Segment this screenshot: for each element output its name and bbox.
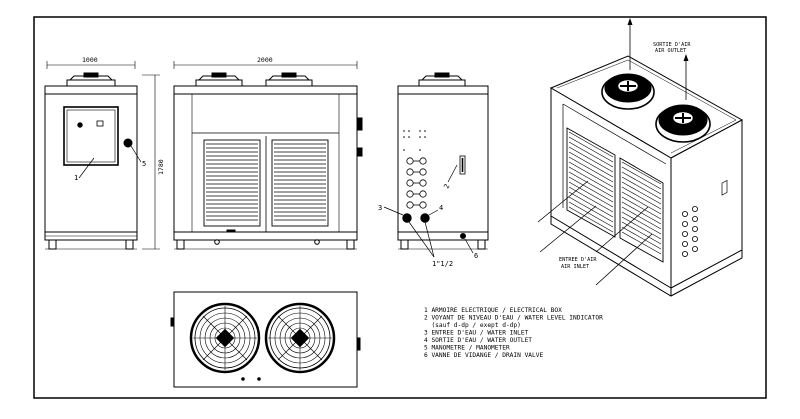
iso-grille-slat [621,161,662,185]
callout-3-label: 3 [378,204,382,212]
front-grille-right [271,139,329,227]
indicator-dot [419,149,421,151]
iso-fan-back [601,73,655,110]
front-grille-left [203,139,261,227]
iso-port [682,230,689,237]
drawing-border [33,16,767,399]
iso-port [682,220,689,227]
iso-port [682,250,689,257]
indicator-dot [403,130,405,132]
iso-grille-slat [621,181,662,205]
callout-5-label: 5 [142,160,146,168]
dimension-label-1780: 1780 [157,159,165,175]
callout-5-side: 5 [130,145,146,168]
indicator-dot [419,136,421,138]
iso-grille-slat [568,186,614,213]
iso-port [692,245,699,252]
legend-item-4: 4 SORTIE D'EAU / WATER OUTLET [424,337,532,344]
iso-grille-slat [568,136,614,163]
iso-grille-slat [568,141,614,168]
indicator-dot [403,136,405,138]
iso-grille-slat [568,176,614,203]
air-inlet-label-fr: ENTREE D'AIR [559,257,597,263]
iso-grille-slat [568,181,614,208]
callout-2-label: 2 [442,183,451,190]
dimension-width-front: 2000 [173,56,358,69]
iso-grille-slat [621,166,662,190]
iso-grille-slat [568,206,614,233]
iso-grille-slat [568,166,614,193]
top-fan-left [189,302,261,374]
iso-grille-slat [621,191,662,215]
indicator-dot [419,130,421,132]
iso-grille-slat [568,161,614,188]
isometric-view: SORTIE D'AIR AIR OUTLET ENTREE D'AIR AIR… [537,18,744,297]
legend-item-3: 3 ENTREE D'EAU / WATER INLET [424,330,529,337]
iso-fan-front [655,104,711,143]
iso-port [692,215,699,222]
electrical-box [63,106,119,166]
callout-1-label: 1 [74,174,78,182]
water-level-indicator [459,155,466,175]
top-fan-right [264,302,336,374]
manometer-side [123,138,133,148]
iso-grille-slat [621,221,662,245]
legend-item-5: 5 MANOMETRE / MANOMETER [424,345,510,352]
iso-grille-slat [621,231,662,255]
iso-grille-slat [621,216,662,240]
iso-port [692,235,699,242]
iso-port [682,210,689,217]
indicator-dot [424,130,426,132]
indicator-dot [408,136,410,138]
iso-grille-slat [568,156,614,183]
callout-1-side: 1 [74,157,95,182]
iso-grille-slat [621,226,662,250]
iso-grille-slat [621,171,662,195]
rear-view: 2 3 4 6 1"1/2 [378,72,489,268]
callout-4-label: 4 [439,204,443,212]
iso-grille-slat [568,146,614,173]
drain-valve [460,233,466,239]
air-outlet-label-en: AIR OUTLET [655,48,686,54]
legend-item-6: 6 VANNE DE VIDANGE / DRAIN VALVE [424,352,543,359]
indicator-dot [403,149,405,151]
iso-grille-slat [621,196,662,220]
dimension-label-2000: 2000 [257,56,273,64]
iso-grille-slat [568,191,614,218]
iso-grille-slat [568,201,614,228]
legend-item-2: 2 VOYANT DE NIVEAU D'EAU / WATER LEVEL I… [424,315,603,322]
iso-grille-slat [621,176,662,200]
iso-grille-slat [621,206,662,230]
iso-port [692,205,699,212]
air-inlet-label-en: AIR INLET [561,264,589,270]
callout-6-label: 6 [474,252,478,260]
side-view: 1000 1780 1 [44,56,165,250]
iso-grille-slat [568,196,614,223]
top-view [170,291,361,388]
iso-grille-slat [621,186,662,210]
iso-grille-slat [621,211,662,235]
dimension-width-side: 1000 [46,56,136,69]
iso-port [682,240,689,247]
pipe-size-label: 1"1/2 [432,260,453,268]
air-outlet-label-fr: SORTIE D'AIR [653,42,691,48]
legend: 1 ARMOIRE ELECTRIQUE / ELECTRICAL BOX 2 … [424,307,603,359]
iso-grille-slat [568,151,614,178]
iso-port [692,225,699,232]
indicator-dot [408,130,410,132]
iso-grille-slat [568,171,614,198]
water-inlet [402,213,412,223]
indicator-dot [424,136,426,138]
legend-item-2-note: (sauf d-dp / exept d-dp) [424,322,521,329]
iso-grille-left [566,127,616,238]
legend-item-1: 1 ARMOIRE ELECTRIQUE / ELECTRICAL BOX [424,307,562,314]
front-view: 2000 [173,56,363,250]
iso-grille-slat [568,131,614,158]
dimension-label-1000: 1000 [82,56,98,64]
water-outlet [420,213,430,223]
dimension-height: 1780 [142,74,165,250]
